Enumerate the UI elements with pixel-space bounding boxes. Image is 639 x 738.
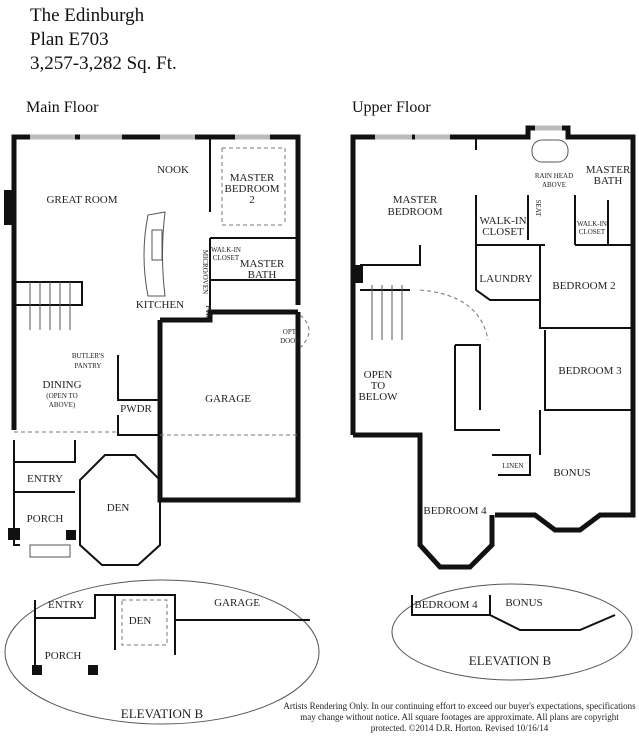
- kitchen-label: KITCHEN: [136, 299, 184, 311]
- plan-number: Plan E703: [30, 29, 109, 50]
- upper-walkin2-label: WALK-IN: [577, 220, 607, 228]
- main-floor-title: Main Floor: [26, 99, 99, 116]
- disclaimer: Artists Rendering Only. In our continuin…: [283, 701, 636, 733]
- upper-master-bath-label-2: BATH: [594, 175, 623, 187]
- garage-label: GARAGE: [205, 393, 251, 405]
- elevation-main-drawing: [4, 579, 320, 725]
- bedroom3-label: BEDROOM 3: [558, 365, 622, 377]
- elevation-b-main-title: ELEVATION B: [121, 706, 204, 721]
- upper-floor-title: Upper Floor: [352, 99, 431, 116]
- seat-label: SEAT: [534, 200, 542, 217]
- bedroom4-label: BEDROOM 4: [423, 505, 487, 517]
- pantry-label: PTRY: [204, 305, 212, 323]
- dining-label-2: (OPEN TO: [46, 392, 77, 400]
- opt-door-label-2: DOOR: [280, 337, 300, 345]
- open-below-label: OPEN: [364, 369, 393, 381]
- walkin-label-2: CLOSET: [213, 254, 240, 262]
- open-below-label-2: TO: [371, 380, 386, 392]
- upper-floor-walls: [350, 125, 636, 570]
- upper-walkin2-label-2: CLOSET: [579, 228, 606, 236]
- elev-entry-label: ENTRY: [48, 599, 84, 611]
- dining-label-3: ABOVE): [49, 401, 76, 409]
- upper-walkin-label-2: CLOSET: [482, 226, 524, 238]
- den-label: DEN: [107, 502, 130, 514]
- great-room-label: GREAT ROOM: [46, 194, 117, 206]
- master-bedroom2-label: MASTER: [230, 172, 275, 184]
- elevation-b-upper-title: ELEVATION B: [469, 653, 552, 668]
- opt-door-label: OPT.: [283, 328, 298, 336]
- butlers-pantry-label: BUTLER'S: [72, 352, 104, 360]
- porch-label: PORCH: [27, 513, 64, 525]
- elev-porch-label: PORCH: [45, 650, 82, 662]
- master-bath-label: MASTER: [240, 258, 285, 270]
- elev-garage-label: GARAGE: [214, 597, 260, 609]
- master-bath-label-2: BATH: [248, 269, 277, 281]
- bedroom2-label: BEDROOM 2: [552, 280, 615, 292]
- upper-walkin-label: WALK-IN: [479, 215, 526, 227]
- elev-bonus-label: BONUS: [505, 597, 542, 609]
- master-bedroom2-label-2: BEDROOM: [224, 183, 279, 195]
- butlers-pantry-label-2: PANTRY: [75, 362, 102, 370]
- walkin-label: WALK-IN: [211, 246, 241, 254]
- upper-master-bath-label: MASTER: [586, 164, 631, 176]
- rain-head-label: RAIN HEAD: [535, 172, 573, 180]
- master-bedroom-label: MASTER: [393, 194, 438, 206]
- square-footage: 3,257-3,282 Sq. Ft.: [30, 53, 177, 74]
- elevation-upper-drawing: [391, 583, 633, 681]
- elev-bedroom4-label: BEDROOM 4: [414, 599, 478, 611]
- entry-label: ENTRY: [27, 473, 63, 485]
- rain-head-label-2: ABOVE: [542, 181, 566, 189]
- dining-label: DINING: [42, 379, 81, 391]
- linen-label: LINEN: [503, 462, 524, 470]
- nook-label: NOOK: [157, 164, 189, 176]
- open-below-label-3: BELOW: [358, 391, 398, 403]
- powder-label: PWDR: [120, 403, 152, 415]
- elev-den-label: DEN: [129, 615, 152, 627]
- plan-name: The Edinburgh: [30, 5, 145, 26]
- master-bedroom-label-2: BEDROOM: [387, 206, 442, 218]
- bonus-label: BONUS: [553, 467, 590, 479]
- master-bedroom2-label-3: 2: [249, 194, 255, 206]
- laundry-label: LAUNDRY: [479, 273, 532, 285]
- main-floor-walls: [4, 134, 310, 566]
- micro-oven-label: MICRO/OVEN: [201, 250, 209, 294]
